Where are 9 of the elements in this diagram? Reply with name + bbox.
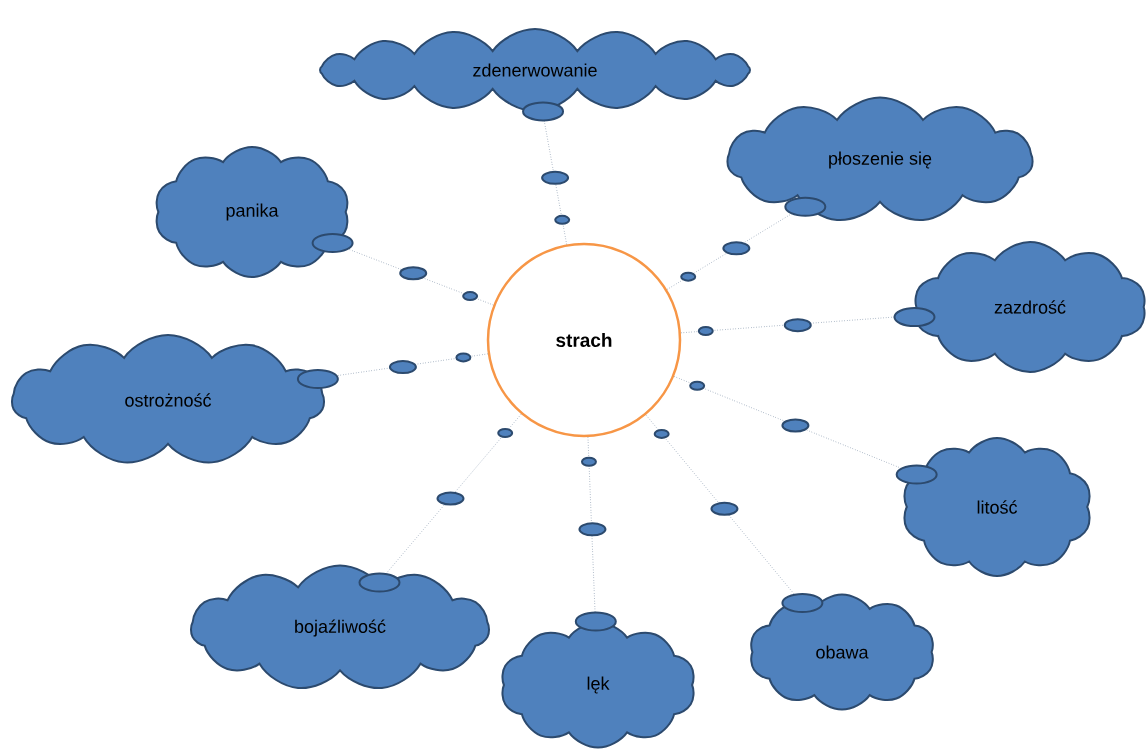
- bubble-trail: [574, 436, 617, 632]
- bubble-trail: [311, 232, 494, 306]
- bubble-trail: [673, 376, 938, 485]
- bubble-trail: [522, 101, 571, 245]
- bubble-trail: [358, 413, 522, 593]
- bubble-trail: [645, 414, 824, 614]
- bubble-trail: [680, 307, 936, 336]
- bubble-trail: [666, 196, 827, 290]
- bubble-trail: [296, 352, 489, 389]
